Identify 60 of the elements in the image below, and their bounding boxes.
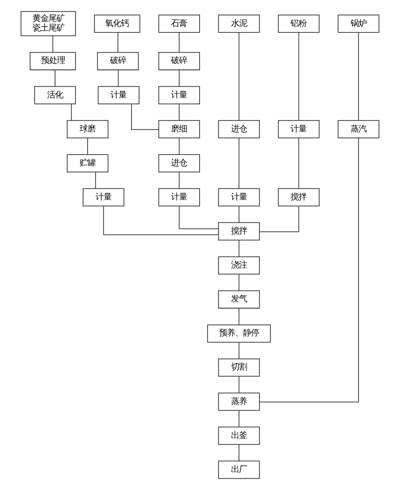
- node-box: 破碎: [97, 52, 139, 70]
- connector: [87, 138, 88, 155]
- node-box: 贮罐: [66, 154, 108, 172]
- connector: [298, 138, 300, 189]
- connector: [178, 70, 180, 87]
- node-box: 计量: [158, 86, 200, 104]
- connector: [178, 206, 219, 230]
- connector: [54, 70, 56, 87]
- node-box: 蒸汽: [338, 120, 380, 138]
- connector: [238, 444, 240, 462]
- node-box: 石膏: [158, 14, 200, 33]
- node-box: 锅炉: [338, 14, 380, 33]
- connector: [178, 172, 180, 189]
- node-box: 进仓: [158, 154, 200, 172]
- connector: [238, 138, 240, 189]
- node-box: 进仓: [218, 120, 260, 138]
- node-box: 活化: [34, 86, 76, 104]
- node-box: 氧化钙: [94, 14, 140, 33]
- node-box: 浇注: [218, 256, 260, 275]
- connector: [358, 32, 359, 121]
- connector: [52, 36, 54, 53]
- node-box: 黄金尾矿 瓷土尾矿: [20, 11, 76, 36]
- connector: [238, 240, 240, 258]
- node-box: 球磨: [66, 120, 108, 138]
- connector: [103, 206, 219, 236]
- node-box: 出釜: [218, 426, 260, 445]
- node-box: 搅拌: [218, 222, 260, 240]
- connector: [259, 206, 300, 232]
- node-box: 切割: [218, 358, 260, 377]
- node-box: 计量: [278, 120, 320, 138]
- connector: [238, 308, 240, 326]
- connector: [259, 138, 359, 402]
- connector: [238, 342, 240, 360]
- connector: [238, 410, 240, 428]
- node-box: 预处理: [30, 52, 76, 70]
- node-box: 计量: [82, 188, 124, 206]
- connector: [95, 172, 96, 189]
- node-box: 搅拌: [278, 188, 320, 206]
- node-box: 计量: [98, 86, 140, 104]
- connector: [238, 32, 240, 121]
- connector: [70, 104, 72, 121]
- node-box: 发气: [218, 290, 260, 309]
- connector: [131, 104, 160, 130]
- node-box: 出厂: [218, 460, 260, 479]
- node-box: 磨细: [158, 120, 200, 138]
- connector: [118, 70, 119, 87]
- node-box: 计量: [158, 188, 200, 206]
- connector: [298, 32, 300, 121]
- connector: [178, 104, 180, 121]
- connector: [178, 32, 180, 53]
- node-box: 铝粉: [278, 14, 320, 33]
- node-box: 预养、静停: [207, 324, 271, 343]
- node-box: 蒸养: [218, 392, 260, 411]
- node-box: 破碎: [158, 52, 200, 70]
- node-box: 计量: [218, 188, 260, 206]
- connector: [238, 376, 240, 394]
- connector: [178, 138, 180, 155]
- connector: [238, 274, 240, 292]
- connector: [238, 206, 240, 223]
- node-box: 水泥: [218, 14, 260, 33]
